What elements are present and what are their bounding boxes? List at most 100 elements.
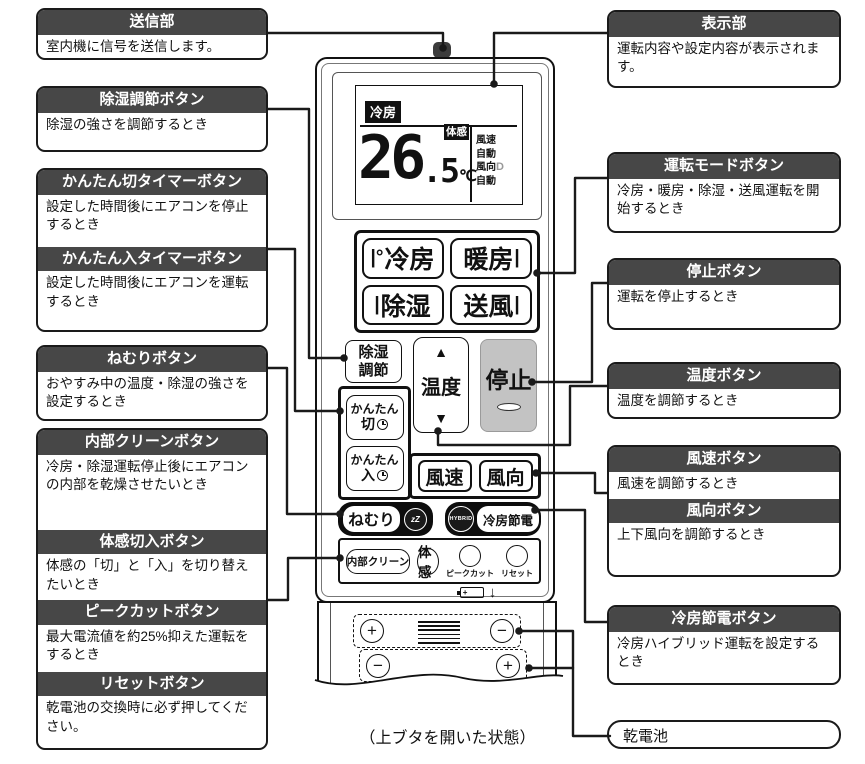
- callout-title: 送信部: [38, 10, 266, 35]
- internal-clean-button[interactable]: 内部クリーン: [346, 548, 410, 574]
- stop-button[interactable]: 停止: [480, 339, 537, 432]
- callout-bottom-buttons-group: 内部クリーンボタン 冷房・除湿運転停止後にエアコンの内部を乾燥させたいとき 体感…: [36, 428, 268, 750]
- callout-title: 温度ボタン: [609, 364, 839, 389]
- callout-body: おやすみ中の温度・除湿の強さを設定するとき: [46, 375, 249, 410]
- compartment-wall: [542, 603, 544, 683]
- temperature-rocker[interactable]: ▲ 温度 ▼: [413, 337, 469, 433]
- battery-icon: +: [456, 587, 484, 598]
- callout-temperature: 温度ボタン 温度を調節するとき: [607, 362, 841, 419]
- callout-body: 室内機に信号を送信します。: [46, 38, 221, 54]
- heating-mode-button[interactable]: 暖房|: [450, 238, 532, 279]
- easy-off-timer-button[interactable]: かんたん 切: [345, 395, 404, 440]
- lcd-status-column: 風速 自動 風向D 自動: [476, 134, 504, 188]
- lcd-fan-dir-label: 風向: [476, 162, 496, 173]
- battery-plus-terminal: +: [496, 654, 520, 678]
- fan-direction-button[interactable]: 風向: [478, 460, 533, 492]
- callout-body: 設定した時間後にエアコンを運転するとき: [46, 275, 249, 309]
- remote-control-body: 冷房 26.5℃ 体感 風速 自動 風向D 自動 |°冷房 暖房| |除湿 送風…: [315, 57, 555, 603]
- lcd-fan-dir-row: 風向D: [476, 161, 504, 175]
- callout-body: 乾電池の交換時に必ず押してください。: [46, 700, 248, 734]
- callout-title: かんたん切タイマーボタン: [38, 170, 266, 195]
- battery-plus-terminal: +: [360, 619, 384, 643]
- peak-cut-button[interactable]: [459, 545, 481, 567]
- battery-minus-terminal: −: [490, 619, 514, 643]
- callout-title: かんたん入タイマーボタン: [38, 246, 266, 271]
- down-arrow-icon: ↓: [488, 584, 497, 601]
- button-label: 除湿: [380, 292, 431, 321]
- callout-title: 内部クリーンボタン: [38, 430, 266, 455]
- callout-title: リセットボタン: [38, 671, 266, 696]
- callout-body: 冷房ハイブリッド運転を設定するとき: [617, 635, 820, 670]
- callout-body: 最大電流値を約25%抑えた運転をするとき: [46, 628, 249, 663]
- callout-mode: 運転モードボタン 冷房・暖房・除湿・送風運転を開始するとき: [607, 152, 841, 233]
- compartment-wall: [330, 603, 332, 683]
- cooling-save-pill: HYBRID 冷房節電: [445, 502, 541, 536]
- callout-title: 表示部: [609, 12, 839, 37]
- callout-dehumidify-adjust: 除湿調節ボタン 除湿の強さを調節するとき: [36, 86, 268, 152]
- button-bar-decoration: |: [514, 293, 520, 315]
- dehumidify-mode-button[interactable]: |除湿: [362, 284, 444, 325]
- callout-dry-battery: 乾電池: [607, 720, 841, 749]
- lcd-fan-dir-value: 自動: [476, 175, 496, 187]
- callout-body: 冷房・除湿運転停止後にエアコンの内部を乾燥させたいとき: [46, 458, 249, 493]
- callout-body: 設定した時間後にエアコンを停止するとき: [46, 198, 249, 233]
- button-label: 暖房: [463, 246, 514, 275]
- callout-body: 上下風向を調節するとき: [617, 527, 766, 542]
- battery-minus-terminal: −: [366, 654, 390, 678]
- button-label: 送風: [463, 292, 514, 321]
- callout-body: 風速を調節するとき: [617, 475, 739, 491]
- sleep-face-icon: zZ: [404, 507, 427, 531]
- battery-slot-2: − +: [359, 649, 527, 682]
- lcd-vertical-divider: [470, 126, 472, 202]
- lcd-divider-line: [360, 125, 517, 127]
- peak-cut-control: ピークカット: [446, 545, 494, 579]
- timer-clock-icon: [377, 469, 388, 481]
- temp-label: 温度: [421, 376, 461, 399]
- callout-body: 乾電池: [623, 728, 669, 745]
- cooling-mode-button[interactable]: |°冷房: [362, 238, 444, 279]
- callout-body: 冷房・暖房・除湿・送風運転を開始するとき: [617, 182, 820, 217]
- callout-title: 冷房節電ボタン: [609, 607, 839, 632]
- mode-button-group: |°冷房 暖房| |除湿 送風|: [354, 230, 540, 333]
- callout-title: 風速ボタン: [609, 447, 839, 472]
- temp-up-button[interactable]: ▲: [434, 344, 448, 360]
- hybrid-icon: HYBRID: [448, 506, 474, 532]
- callout-easy-timer-group: かんたん切タイマーボタン 設定した時間後にエアコンを停止するとき かんたん入タイ…: [36, 168, 268, 332]
- fan-mode-button[interactable]: 送風|: [450, 284, 532, 325]
- temp-down-button[interactable]: ▼: [434, 410, 448, 426]
- callout-title: 体感切入ボタン: [38, 529, 266, 554]
- reset-button[interactable]: [506, 545, 528, 567]
- callout-title: 除湿調節ボタン: [38, 88, 266, 113]
- dehumidify-adjust-button[interactable]: 除湿 調節: [345, 340, 402, 383]
- callout-body: 温度を調節するとき: [617, 392, 739, 408]
- sleep-button[interactable]: ねむり: [343, 506, 400, 532]
- lcd-mode-badge: 冷房: [365, 101, 402, 123]
- easy-timer-group: かんたん 切 かんたん 入: [338, 386, 411, 500]
- callout-transmitter: 送信部 室内機に信号を送信します。: [36, 8, 268, 60]
- battery-slot-1: + −: [353, 614, 521, 648]
- lcd-fan-dir-mode: D: [496, 161, 504, 173]
- battery-insert-hint: + ↓: [447, 585, 509, 600]
- callout-display: 表示部 運転内容や設定内容が表示されます。: [607, 10, 841, 88]
- reset-control: リセット: [501, 545, 533, 579]
- lower-button-group: 内部クリーン 体感 ピークカット リセット: [338, 538, 541, 584]
- callout-title: 停止ボタン: [609, 260, 839, 285]
- callout-body: 除湿の強さを調節するとき: [46, 116, 208, 132]
- sleep-button-pill: ねむり zZ: [338, 502, 433, 536]
- reset-label: リセット: [501, 569, 533, 578]
- easy-on-timer-button[interactable]: かんたん 入: [345, 446, 404, 491]
- lcd-temp-fraction: .5: [422, 151, 460, 190]
- callout-body: 運転内容や設定内容が表示されます。: [617, 40, 820, 75]
- button-label: 冷房: [384, 246, 435, 275]
- fan-speed-button[interactable]: 風速: [417, 460, 472, 492]
- taikan-button[interactable]: 体感: [417, 545, 439, 580]
- callout-stop: 停止ボタン 運転を停止するとき: [607, 258, 841, 330]
- button-bar-decoration: |°: [370, 247, 384, 269]
- cooling-save-button[interactable]: 冷房節電: [477, 506, 539, 532]
- callout-fan-group: 風速ボタン 風速を調節するとき 風向ボタン 上下風向を調節するとき: [607, 445, 841, 577]
- timer-clock-icon: [377, 418, 388, 430]
- lcd-temp-unit: ℃: [459, 166, 477, 186]
- button-bar-decoration: |: [374, 293, 380, 315]
- callout-title: 運転モードボタン: [609, 154, 839, 179]
